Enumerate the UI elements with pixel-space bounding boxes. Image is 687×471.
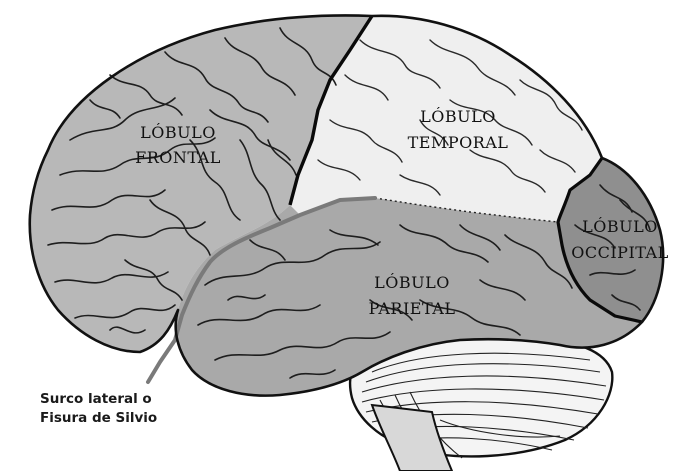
occipital-label-line1: LÓBULO	[582, 216, 658, 236]
parietal-label-line1: LÓBULO	[374, 272, 450, 292]
temporal-label-line2: TEMPORAL	[408, 133, 509, 152]
parietal-label-line2: PARIETAL	[369, 299, 456, 318]
frontal-label-line1: LÓBULO	[140, 122, 216, 142]
silvio-callout-line2: Fisura de Silvio	[40, 410, 157, 426]
occipital-label-line2: OCCIPITAL	[571, 243, 668, 262]
frontal-label-line2: FRONTAL	[135, 148, 221, 167]
silvio-callout-line1: Surco lateral o	[40, 391, 152, 407]
temporal-label-line1: LÓBULO	[420, 106, 496, 126]
